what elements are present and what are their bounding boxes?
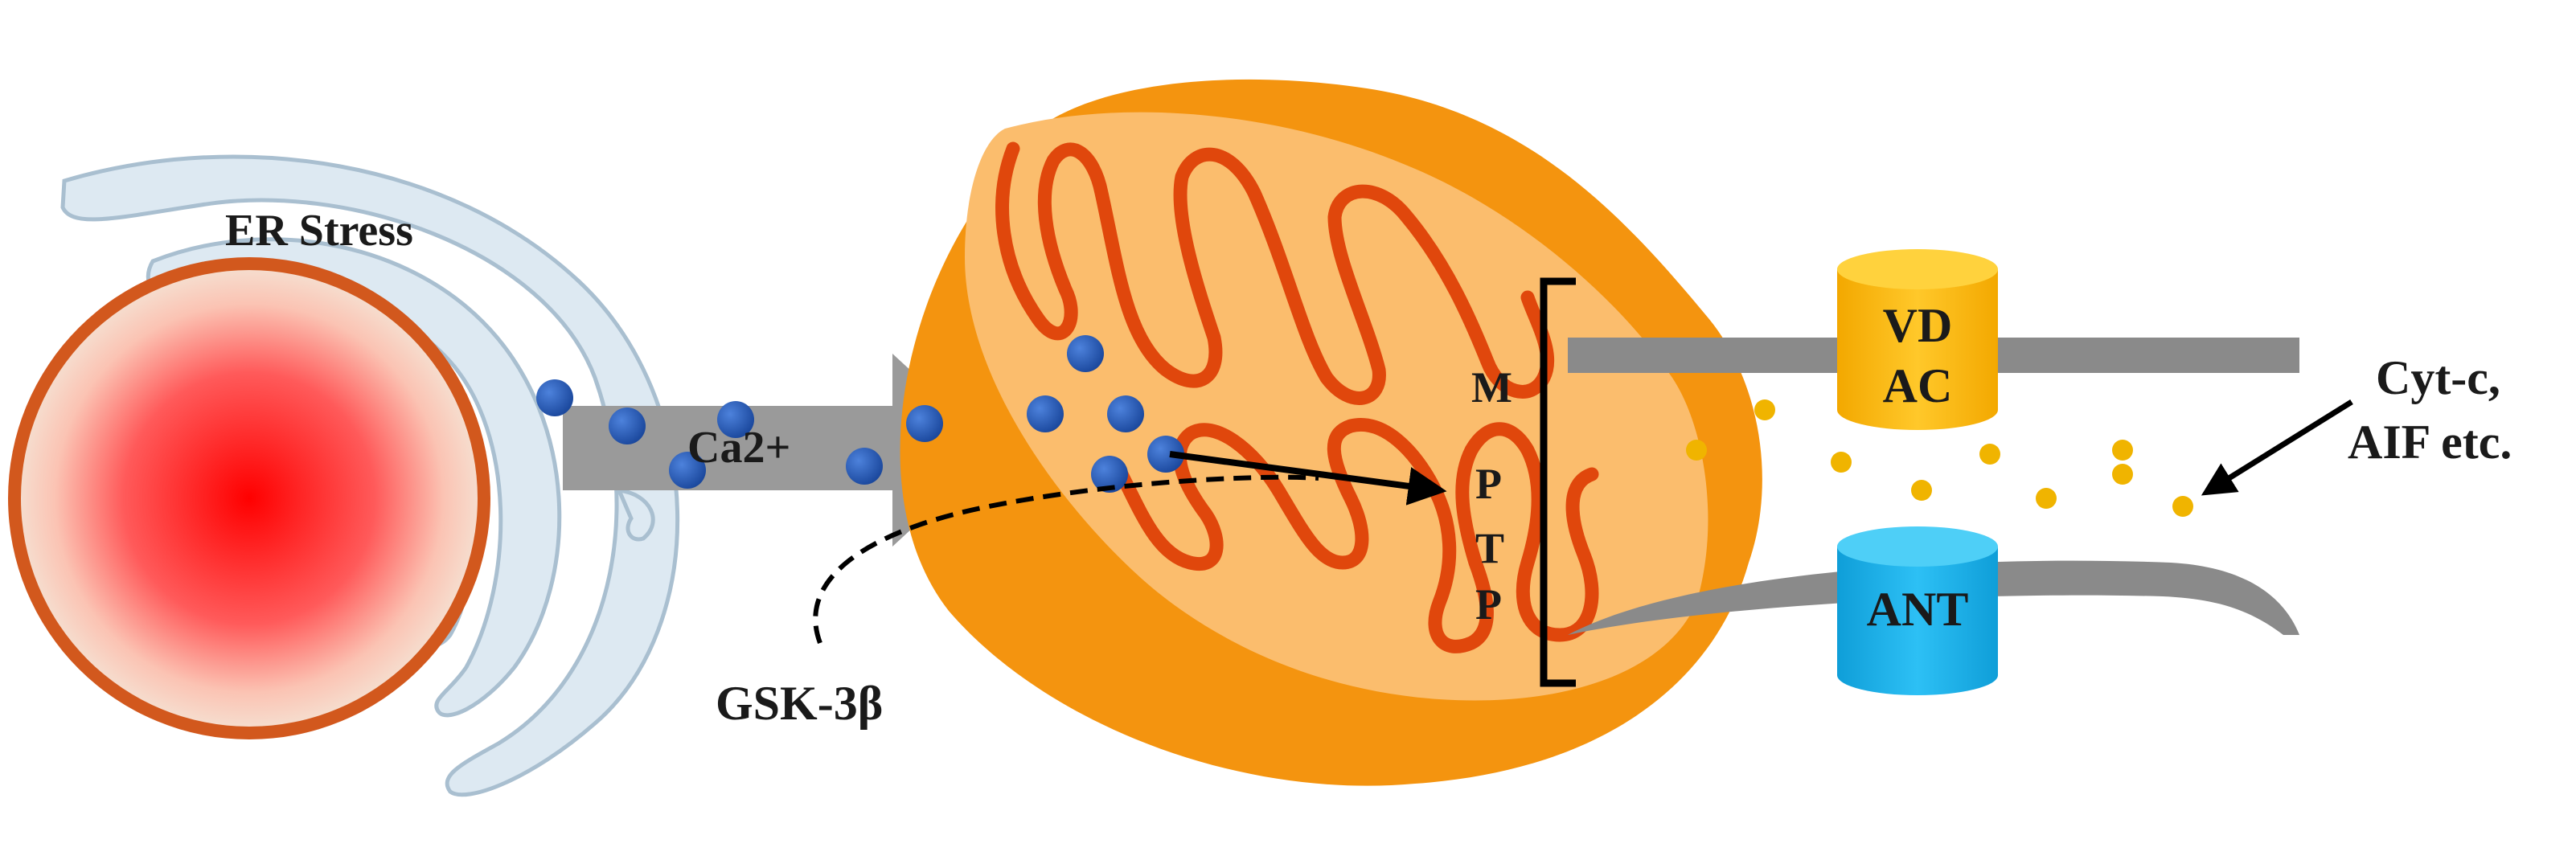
calcium-label: Ca2+ xyxy=(687,423,790,473)
calcium-ion xyxy=(1067,335,1104,372)
mptp-letter: P xyxy=(1475,580,1502,629)
mptp-bracket xyxy=(1540,277,1576,687)
vdac-label-line1: VD xyxy=(1883,299,1953,352)
released-particle xyxy=(2172,496,2193,517)
er-stress-label: ER Stress xyxy=(225,206,413,256)
released-particle xyxy=(2036,488,2057,509)
released-particle xyxy=(1686,440,1707,461)
er-lobe xyxy=(615,487,655,542)
released-particle xyxy=(2112,440,2133,461)
gsk-dashed-line xyxy=(813,474,1319,645)
calcium-ion xyxy=(1091,456,1128,493)
released-particle xyxy=(1911,480,1932,501)
ant-label: ANT xyxy=(1867,583,1969,636)
released-label-line2: AIF etc. xyxy=(2348,416,2512,469)
er-sheet-outer xyxy=(60,154,680,797)
calcium-ion xyxy=(906,405,943,442)
released-factors xyxy=(1686,399,2193,517)
ant-transporter xyxy=(1837,526,1998,695)
calcium-ion xyxy=(846,448,883,485)
calcium-ion xyxy=(1027,395,1064,432)
mitochondrion-inner-compartment xyxy=(965,112,1708,701)
mptp-letter: T xyxy=(1475,524,1504,572)
released-particle xyxy=(1754,399,1775,420)
nucleus xyxy=(8,257,490,739)
calcium-ions xyxy=(536,335,1184,493)
calcium-ion xyxy=(609,407,646,444)
gsk-label: GSK-3β xyxy=(716,677,883,730)
calcium-ion xyxy=(669,452,706,489)
mptp-letter: P xyxy=(1475,460,1502,508)
mptp-letter: M xyxy=(1471,363,1512,412)
calcium-ion xyxy=(536,379,573,416)
ca-to-mptp-arrow xyxy=(1169,451,1447,506)
calcium-ion xyxy=(717,401,754,438)
vdac-channel xyxy=(1837,249,1998,430)
cristae xyxy=(995,141,1599,653)
released-particle xyxy=(1831,452,1852,473)
released-particle xyxy=(2112,464,2133,485)
cytc-arrow xyxy=(2201,399,2353,496)
released-particle xyxy=(1979,444,2000,465)
calcium-ion xyxy=(1107,395,1144,432)
calcium-flux-arrow xyxy=(563,354,997,547)
vdac-label-line2: AC xyxy=(1883,359,1953,412)
mptp-label: M P T P xyxy=(1471,363,1512,629)
calcium-ion xyxy=(1147,436,1184,473)
released-label-line1: Cyt-c, xyxy=(2376,351,2500,404)
